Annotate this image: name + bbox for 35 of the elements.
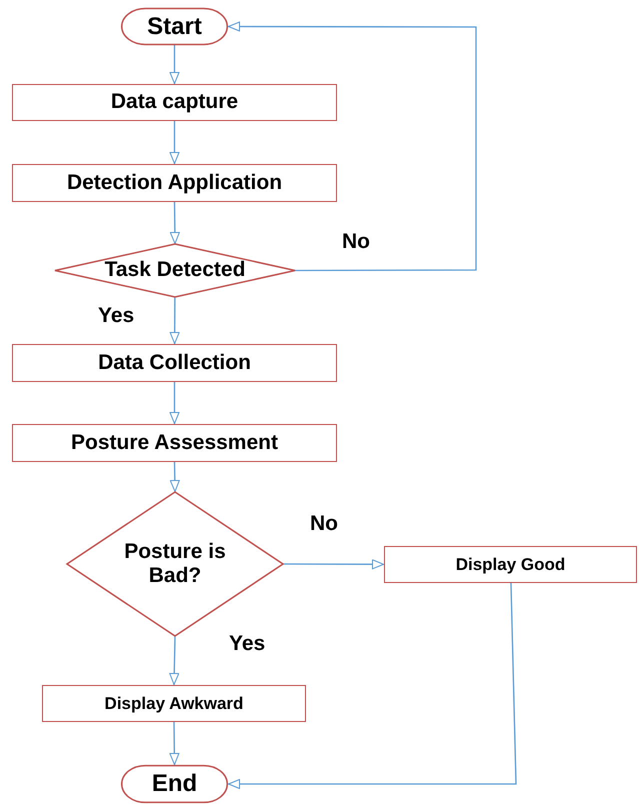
decision-diamond [55, 244, 295, 297]
arrow [170, 45, 180, 84]
terminal-pill [121, 8, 228, 45]
arrow [170, 296, 180, 344]
process-box [42, 685, 306, 722]
process-box [12, 424, 337, 462]
node-label: Posture is Bad? [123, 540, 227, 588]
decision-diamond [67, 492, 283, 636]
arrow [170, 382, 180, 424]
node-label: Display Good [454, 554, 566, 574]
node-label: Display Awkward [104, 694, 244, 714]
node-label: Task Detected [104, 258, 246, 283]
arrow [228, 22, 477, 272]
edge-label: Yes [229, 632, 266, 656]
arrow [169, 636, 180, 686]
arrow [170, 121, 180, 164]
node-label: Data Collection [97, 350, 252, 376]
arrow [228, 582, 517, 789]
terminal-pill [121, 765, 228, 803]
process-box [384, 546, 637, 583]
arrow [170, 462, 180, 492]
edge-label: No [342, 230, 370, 254]
node-label: Detection Application [66, 170, 284, 196]
arrow [170, 202, 180, 244]
node-label: End [150, 770, 198, 798]
edge-label: No [310, 512, 338, 536]
process-box [12, 84, 337, 121]
edge-label: Yes [98, 304, 134, 328]
process-box [12, 344, 337, 382]
node-label: Data capture [110, 90, 240, 115]
node-label: Posture Assessment [70, 430, 279, 456]
arrow [169, 722, 180, 765]
node-label: Start [146, 12, 203, 40]
arrow [283, 559, 384, 570]
process-box [12, 164, 337, 202]
